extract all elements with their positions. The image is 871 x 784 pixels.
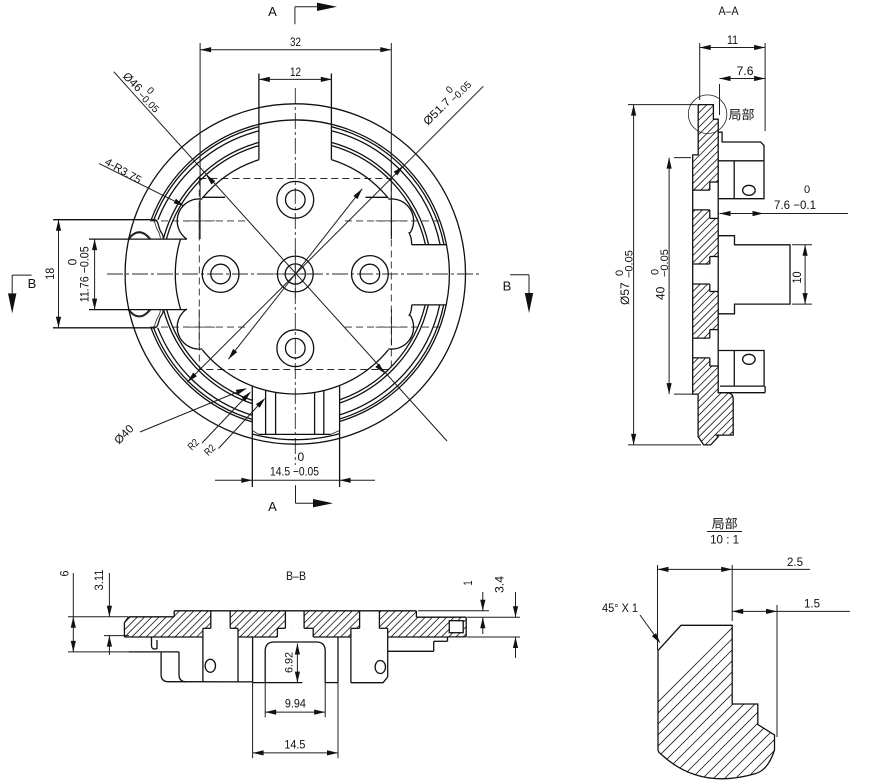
svg-text:A–A: A–A <box>719 4 739 18</box>
svg-text:6.92: 6.92 <box>284 652 296 673</box>
svg-text:3.11: 3.11 <box>92 569 106 590</box>
svg-text:B: B <box>28 276 37 291</box>
svg-text:11.76 −0.05: 11.76 −0.05 <box>78 246 92 302</box>
svg-text:A: A <box>268 4 277 19</box>
svg-text:0: 0 <box>650 269 662 275</box>
svg-text:32: 32 <box>290 35 301 49</box>
svg-text:12: 12 <box>290 65 301 79</box>
svg-text:0: 0 <box>804 184 810 196</box>
svg-text:2.5: 2.5 <box>787 555 803 569</box>
svg-text:−0.05: −0.05 <box>624 250 636 278</box>
svg-text:1: 1 <box>461 580 475 585</box>
svg-text:A: A <box>268 499 277 514</box>
svg-text:−0.05: −0.05 <box>659 249 671 277</box>
svg-text:0: 0 <box>66 258 80 265</box>
svg-text:0: 0 <box>298 450 305 464</box>
svg-text:1.5: 1.5 <box>804 597 820 611</box>
svg-text:Ø57: Ø57 <box>618 282 632 305</box>
svg-text:3.4: 3.4 <box>493 576 507 593</box>
svg-text:0: 0 <box>614 270 626 276</box>
svg-text:局部: 局部 <box>712 516 738 531</box>
svg-text:14.5: 14.5 <box>284 738 305 752</box>
svg-text:18: 18 <box>43 267 57 279</box>
svg-text:11: 11 <box>727 33 738 47</box>
svg-text:6: 6 <box>58 570 72 576</box>
svg-text:B–B: B–B <box>286 569 306 583</box>
svg-text:9.94: 9.94 <box>285 697 306 711</box>
svg-text:10 : 1: 10 : 1 <box>710 533 739 547</box>
svg-text:14.5 −0.05: 14.5 −0.05 <box>270 465 319 479</box>
svg-text:10: 10 <box>790 271 804 283</box>
svg-text:40: 40 <box>654 286 668 300</box>
svg-text:7.6 −0.1: 7.6 −0.1 <box>774 198 816 212</box>
svg-text:7.6: 7.6 <box>737 64 754 78</box>
svg-text:B: B <box>503 279 512 294</box>
svg-text:局部: 局部 <box>729 107 755 122</box>
svg-text:45° X 1: 45° X 1 <box>602 601 638 615</box>
